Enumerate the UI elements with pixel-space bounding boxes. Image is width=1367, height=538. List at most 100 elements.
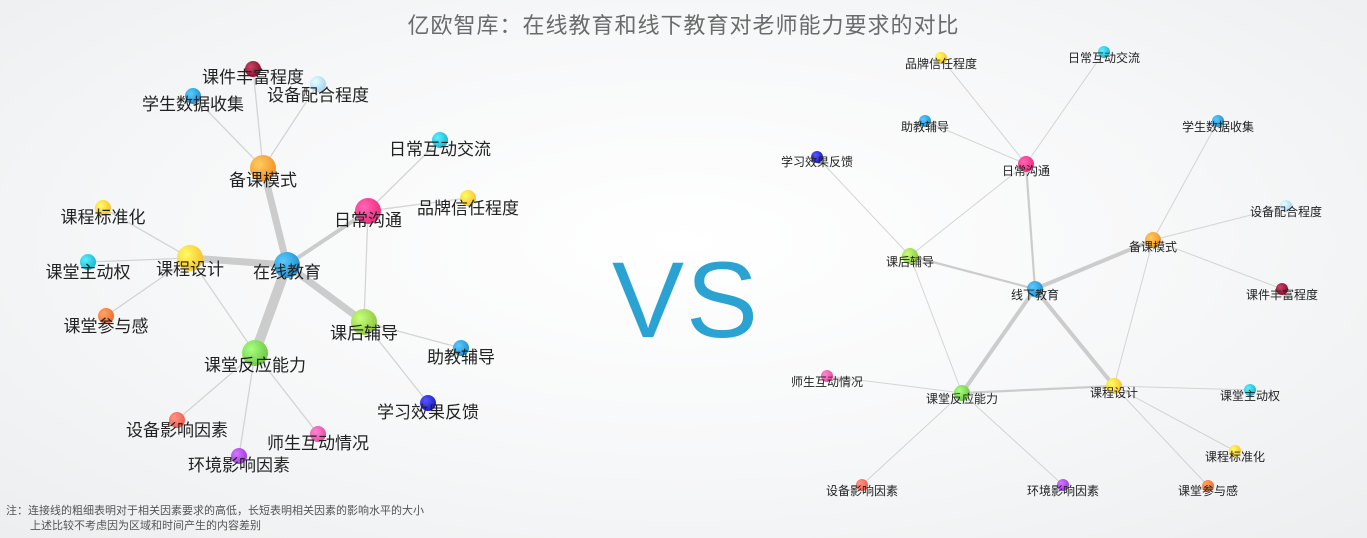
online-edge-kecheng-canyu xyxy=(105,257,191,317)
online-node-kehou: 课后辅导 xyxy=(330,309,398,343)
offline-edge-center-richang xyxy=(1024,162,1037,291)
online-edge-fanying-shisheng xyxy=(254,352,319,435)
offline-node-pinpai: 品牌信任程度 xyxy=(905,52,977,71)
offline-node-kehou: 课后辅导 xyxy=(886,248,934,269)
online-node-huanjing: 环境影响因素 xyxy=(188,448,290,475)
offline-node-center-dot xyxy=(1027,281,1043,297)
online-node-huanjing-label: 环境影响因素 xyxy=(188,456,290,475)
offline-node-center-label: 线下教育 xyxy=(1011,287,1059,302)
online-node-pinpai-label: 品牌信任程度 xyxy=(417,199,519,218)
offline-node-beike: 备课模式 xyxy=(1129,232,1177,254)
offline-edge-beike-shuju xyxy=(1152,120,1219,241)
offline-edge-beike-shebei xyxy=(1152,205,1287,241)
offline-node-beike-label: 备课模式 xyxy=(1129,240,1177,254)
offline-node-shebei: 设备配合程度 xyxy=(1250,200,1322,219)
online-node-xiaoguo: 学习效果反馈 xyxy=(377,395,479,422)
page-title: 亿欧智库：在线教育和线下教育对老师能力要求的对比 xyxy=(407,13,960,38)
online-edge-kecheng-biaozhun xyxy=(102,207,191,259)
online-node-beike-label: 备课模式 xyxy=(229,171,297,190)
offline-node-biaozhun: 课程标准化 xyxy=(1205,445,1265,464)
offline-node-yingxiang: 设备影响因素 xyxy=(826,479,898,498)
offline-edge-richang-hudong xyxy=(1025,51,1105,165)
online-node-kejian-label: 课件丰富程度 xyxy=(202,68,304,87)
online-network: 在线教育备课模式课件丰富程度学生数据收集设备配合程度日常沟通日常互动交流品牌信任… xyxy=(46,61,519,475)
offline-node-zhujiao: 助教辅导 xyxy=(901,115,949,134)
online-node-zhudong-dot xyxy=(80,254,96,270)
offline-node-canyu-label: 课堂参与感 xyxy=(1178,483,1238,498)
offline-node-zhudong: 课堂主动权 xyxy=(1220,384,1280,403)
offline-edge-center-fanying xyxy=(960,287,1037,395)
offline-network: 线下教育日常沟通品牌信任程度日常互动交流助教辅导备课模式学生数据收集设备配合程度… xyxy=(781,46,1322,498)
offline-edge-center-kehou xyxy=(908,254,1037,291)
online-node-kehou-dot xyxy=(351,309,377,335)
offline-edge-richang-kehou xyxy=(909,163,1027,257)
offline-edge-kecheng-canyu xyxy=(1113,385,1209,487)
online-node-hudong: 日常互动交流 xyxy=(389,132,491,159)
online-node-shebei-label: 设备配合程度 xyxy=(267,86,369,105)
online-node-shebei: 设备配合程度 xyxy=(267,76,369,105)
online-node-beike-dot xyxy=(250,155,276,181)
offline-node-xiaoguo-label: 学习效果反馈 xyxy=(781,154,853,169)
online-node-xiaoguo-dot xyxy=(420,395,436,411)
online-node-shuju-label: 学生数据收集 xyxy=(142,95,244,114)
offline-node-canyu: 课堂参与感 xyxy=(1178,480,1238,498)
offline-edge-kecheng-biaozhun xyxy=(1113,385,1236,452)
offline-node-biaozhun-label: 课程标准化 xyxy=(1205,449,1265,464)
online-node-center-dot xyxy=(274,252,300,278)
online-edge-beike-shuju xyxy=(192,95,264,169)
online-node-biaozhun-dot xyxy=(95,200,111,216)
offline-node-zhujiao-label: 助教辅导 xyxy=(901,119,949,134)
online-node-kehou-label: 课后辅导 xyxy=(330,324,398,343)
online-edge-center-kehou xyxy=(283,261,368,326)
online-node-biaozhun: 课程标准化 xyxy=(61,200,146,227)
online-edge-richang-pinpai xyxy=(367,197,469,212)
online-edge-beike-kejian xyxy=(252,68,264,169)
offline-node-yingxiang-dot xyxy=(856,479,868,491)
online-node-zhujiao-dot xyxy=(453,340,469,356)
online-node-yingxiang-label: 设备影响因素 xyxy=(126,421,228,440)
offline-edge-beike-kecheng xyxy=(1113,239,1154,387)
offline-edge-center-kecheng xyxy=(1033,287,1116,388)
online-node-kecheng: 课程设计 xyxy=(156,245,224,279)
offline-node-canyu-dot xyxy=(1202,480,1214,492)
online-node-zhudong-label: 课堂主动权 xyxy=(46,263,131,282)
online-nodes: 在线教育备课模式课件丰富程度学生数据收集设备配合程度日常沟通日常互动交流品牌信任… xyxy=(46,61,519,475)
offline-node-beike-dot xyxy=(1145,232,1161,248)
online-edge-beike-shebei xyxy=(262,83,319,169)
offline-edge-richang-pinpai xyxy=(940,57,1027,165)
online-node-center: 在线教育 xyxy=(253,252,321,282)
online-node-canyu-label: 课堂参与感 xyxy=(64,317,149,336)
offline-node-fanying-label: 课堂反应能力 xyxy=(926,391,998,406)
offline-node-biaozhun-dot xyxy=(1229,445,1241,457)
online-edge-kecheng-fanying xyxy=(189,257,256,354)
offline-node-zhudong-label: 课堂主动权 xyxy=(1220,389,1280,403)
online-edge-fanying-yingxiang xyxy=(176,352,256,421)
online-node-huanjing-dot xyxy=(231,448,247,464)
vs-label: VS xyxy=(612,239,761,360)
offline-node-center: 线下教育 xyxy=(1011,281,1059,302)
online-edges xyxy=(87,68,469,457)
online-edge-center-fanying xyxy=(250,260,292,358)
offline-edge-kecheng-zhudong xyxy=(1113,385,1251,391)
online-node-hudong-label: 日常互动交流 xyxy=(389,140,491,159)
online-node-center-label: 在线教育 xyxy=(253,263,321,282)
online-edge-center-kecheng xyxy=(186,254,291,269)
online-node-canyu: 课堂参与感 xyxy=(64,308,149,336)
offline-node-kecheng-label: 课程设计 xyxy=(1090,385,1138,400)
footnote-line-1: 注：连接线的粗细表明对于相关因素要求的高低，长短表明相关因素的影响水平的大小 xyxy=(6,505,424,517)
offline-nodes: 线下教育日常沟通品牌信任程度日常互动交流助教辅导备课模式学生数据收集设备配合程度… xyxy=(781,46,1322,498)
offline-edge-kehou-xiaoguo xyxy=(816,156,911,257)
offline-node-shebei-label: 设备配合程度 xyxy=(1250,204,1322,219)
offline-edge-fanying-kecheng xyxy=(960,384,1116,395)
online-node-fanying-label: 课堂反应能力 xyxy=(204,356,306,375)
offline-node-shisheng-label: 师生互动情况 xyxy=(791,375,863,389)
offline-edge-fanying-huanjing xyxy=(961,392,1064,486)
offline-edge-richang-zhujiao xyxy=(924,120,1027,165)
online-node-pinpai: 品牌信任程度 xyxy=(417,190,519,218)
online-node-shuju: 学生数据收集 xyxy=(142,88,244,114)
online-node-canyu-dot xyxy=(98,308,114,324)
online-node-shebei-dot xyxy=(310,76,326,92)
offline-node-fanying-dot xyxy=(954,385,970,401)
online-node-hudong-dot xyxy=(432,132,448,148)
offline-node-shisheng: 师生互动情况 xyxy=(791,370,863,389)
